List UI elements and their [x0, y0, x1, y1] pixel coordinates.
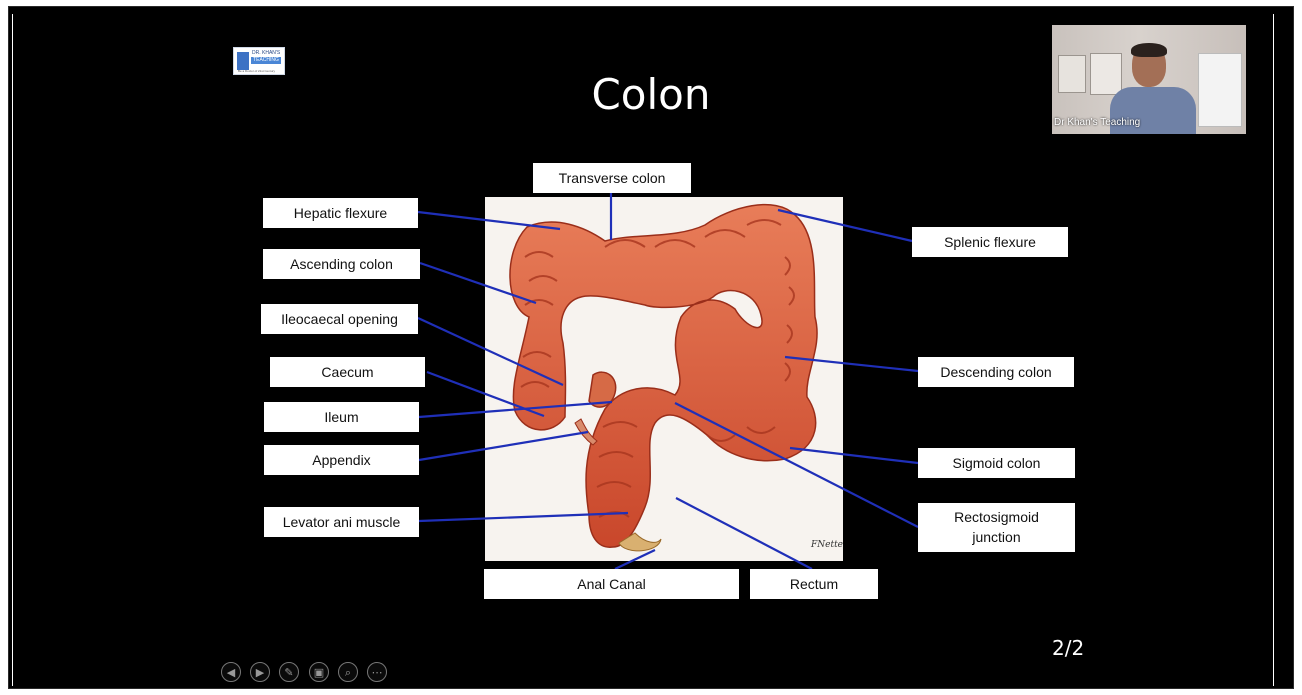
pen-icon[interactable]: ✎	[279, 662, 299, 682]
label-sigmoid-colon: Sigmoid colon	[918, 448, 1075, 478]
zoom-icon[interactable]: ⌕	[338, 662, 358, 682]
label-splenic-flexure: Splenic flexure	[912, 227, 1068, 257]
label-descending-colon: Descending colon	[918, 357, 1074, 387]
label-levator-ani-muscle: Levator ani muscle	[264, 507, 419, 537]
more-icon[interactable]: ⋯	[367, 662, 387, 682]
label-appendix: Appendix	[264, 445, 419, 475]
previous-slide-icon[interactable]: ◀	[221, 662, 241, 682]
label-rectosigmoid-line1: Rectosigmoid	[918, 507, 1075, 527]
label-ascending-colon: Ascending colon	[263, 249, 420, 279]
slides-icon[interactable]: ▣	[309, 662, 329, 682]
label-rectosigmoid-line2: junction	[918, 527, 1075, 547]
label-transverse-colon: Transverse colon	[533, 163, 691, 193]
label-ileum: Ileum	[264, 402, 419, 432]
label-rectosigmoid-junction: Rectosigmoid junction	[918, 503, 1075, 552]
label-caecum: Caecum	[270, 357, 425, 387]
label-hepatic-flexure: Hepatic flexure	[263, 198, 418, 228]
next-slide-icon[interactable]: ▶	[250, 662, 270, 682]
page-indicator: 2/2	[1052, 636, 1084, 660]
label-rectum: Rectum	[750, 569, 878, 599]
label-anal-canal: Anal Canal	[484, 569, 739, 599]
label-ileocaecal-opening: Ileocaecal opening	[261, 304, 418, 334]
